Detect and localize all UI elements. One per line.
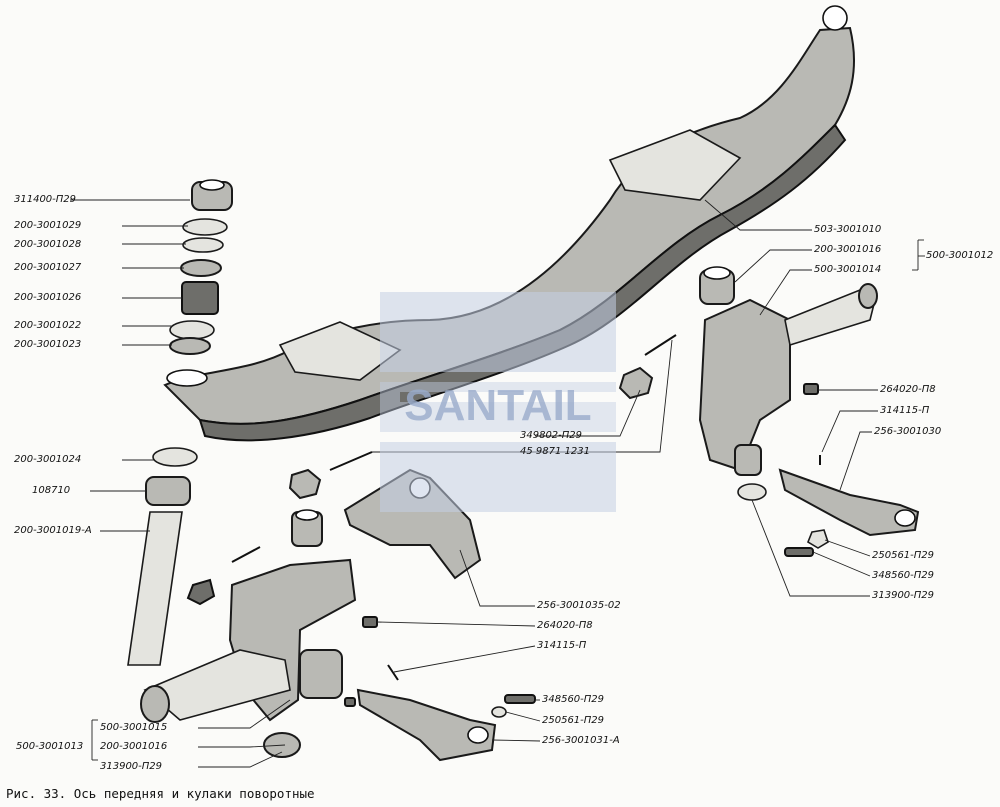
label-459871: 45 9871 1231 xyxy=(520,446,590,457)
label-500-3001013: 500-3001013 xyxy=(16,741,84,752)
leader-lines xyxy=(70,199,925,768)
label-348560-left: 348560-П29 xyxy=(542,694,605,705)
left-steering-arm xyxy=(343,468,482,580)
label-3001022: 200-3001022 xyxy=(14,320,82,331)
label-503-3001010: 503-3001010 xyxy=(814,224,882,235)
left-kingpin-stack xyxy=(127,179,233,666)
left-steering-knuckle xyxy=(140,509,357,758)
right-steering-knuckle xyxy=(698,266,878,501)
label-311400: 311400-П29 xyxy=(14,194,77,205)
label-500-3001015: 500-3001015 xyxy=(100,722,168,733)
label-500-3001012: 500-3001012 xyxy=(926,250,994,261)
label-3001019a: 200-3001019-А xyxy=(14,525,92,536)
label-3001029: 200-3001029 xyxy=(14,220,82,231)
label-313900-left: 313900-П29 xyxy=(100,761,163,772)
label-3001023: 200-3001023 xyxy=(14,339,82,350)
label-3001016-left: 200-3001016 xyxy=(100,741,168,752)
label-314115-right: 314115-П xyxy=(880,405,930,416)
label-256-3001031a: 256-3001031-А xyxy=(542,735,620,746)
label-256-3001035: 256-3001035-02 xyxy=(537,600,621,611)
label-256-3001030: 256-3001030 xyxy=(874,426,942,437)
label-3001027: 200-3001027 xyxy=(14,262,82,273)
label-108710: 108710 xyxy=(32,485,71,496)
label-3001024: 200-3001024 xyxy=(14,454,82,465)
right-steering-arm xyxy=(778,468,920,557)
hardware xyxy=(231,334,821,707)
label-264020-right: 264020-П8 xyxy=(880,384,936,395)
label-250561-left: 250561-П29 xyxy=(542,715,605,726)
label-314115-left: 314115-П xyxy=(537,640,587,651)
label-3001016-right: 200-3001016 xyxy=(814,244,882,255)
label-264020-left: 264020-П8 xyxy=(537,620,593,631)
label-348560-right: 348560-П29 xyxy=(872,570,935,581)
label-3001028: 200-3001028 xyxy=(14,239,82,250)
label-3001026: 200-3001026 xyxy=(14,292,82,303)
left-track-arm xyxy=(356,688,536,762)
label-250561-right: 250561-П29 xyxy=(872,550,935,561)
label-313900-right: 313900-П29 xyxy=(872,590,935,601)
label-500-3001014: 500-3001014 xyxy=(814,264,882,275)
label-349802: 349802-П29 xyxy=(520,430,583,441)
figure-caption: Рис. 33. Ось передняя и кулаки поворотны… xyxy=(6,786,315,801)
